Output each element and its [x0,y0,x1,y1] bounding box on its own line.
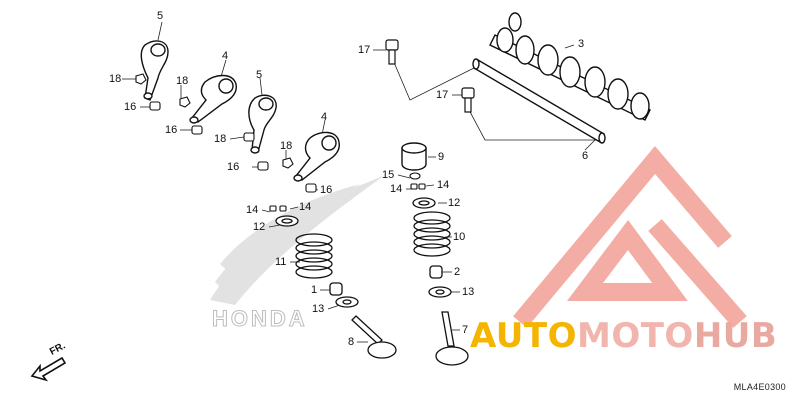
automotohub-wordmark: AUTOMOTOHUB [470,318,777,354]
valve-spring-11 [295,233,333,279]
callout-2: 2 [454,266,461,278]
callout-18: 18 [280,140,293,152]
cotters-and-shim [269,172,426,212]
rocker-arm-4-lower [293,131,340,182]
diagram-code: MLA4E0300 [733,382,786,392]
callout-16: 16 [320,184,333,196]
small-parts [135,73,317,193]
callout-14: 14 [246,204,259,216]
brand-part-hub: HUB [693,316,778,356]
honda-wing-watermark [210,175,385,305]
honda-wordmark-watermark: HONDA [212,306,308,331]
rocker-shaft-6 [472,58,606,144]
brand-part-auto: AUTO [470,316,577,356]
callout-14: 14 [437,179,450,191]
rocker-arm-4-upper [189,74,237,124]
valve-7 [435,311,469,366]
callout-5: 5 [157,10,164,22]
callout-13: 13 [312,303,325,315]
callout-18: 18 [109,73,122,85]
callout-18: 18 [214,133,227,145]
valve-8 [351,315,397,359]
callout-11: 11 [275,256,287,268]
callout-18: 18 [176,75,189,87]
callout-13: 13 [462,286,475,298]
camshaft-3 [489,12,651,121]
callout-7: 7 [462,324,469,336]
callout-8: 8 [348,336,355,348]
callout-4: 4 [321,111,328,123]
bolts-17 [385,39,475,113]
callout-10: 10 [453,231,466,243]
callout-16: 16 [165,124,178,136]
brand-part-moto: MOTO [576,316,694,356]
callout-12: 12 [253,221,266,233]
callout-17: 17 [436,89,449,101]
rocker-arm-5-upper [140,40,169,101]
front-direction-arrow [30,356,67,382]
callout-17: 17 [358,44,371,56]
stem-seals-and-seats [329,265,452,308]
callout-1: 1 [311,284,318,296]
callout-9: 9 [438,151,445,163]
callout-14: 14 [390,183,403,195]
callout-12: 12 [448,197,461,209]
valve-spring-10 [413,211,451,257]
callout-15: 15 [382,169,395,181]
callout-6: 6 [582,150,589,162]
leader-lines [122,21,600,343]
rocker-arm-5-lower [248,94,277,154]
tappet-9 [401,142,427,171]
callout-16: 16 [227,161,240,173]
retainers-12 [275,197,436,227]
callout-5: 5 [256,69,263,81]
callout-4: 4 [222,50,229,62]
callout-3: 3 [578,38,585,50]
amh-triangle-logo [513,146,747,328]
callout-16: 16 [124,101,137,113]
callout-14: 14 [299,201,312,213]
